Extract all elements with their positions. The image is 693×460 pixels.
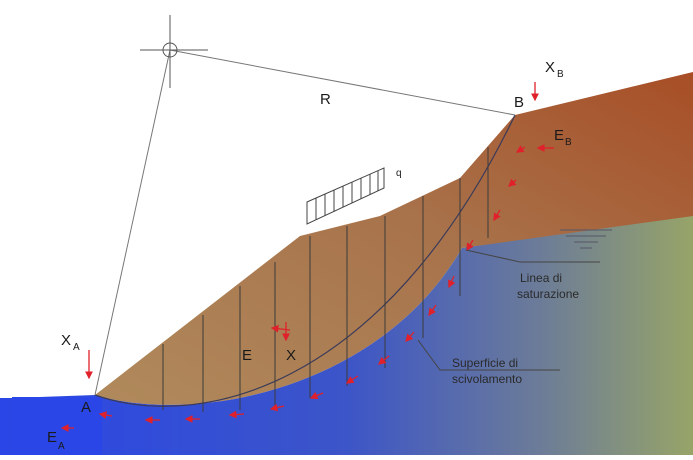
annotation-saturation-1: Linea di: [520, 271, 562, 285]
label-ea-sub: A: [58, 441, 65, 452]
label-xb-sub: B: [557, 69, 564, 80]
slip-surface-arc: [94, 114, 516, 407]
boundary-forces: [60, 82, 554, 432]
annotation-slip-1: Superficie di: [452, 356, 518, 370]
distributed-load-q: [306, 167, 385, 225]
label-xa: X: [61, 332, 71, 349]
water-table-icon: [560, 229, 612, 249]
annotation-leaders: [417, 249, 600, 371]
saturated-zone: [0, 216, 693, 455]
label-point-a: A: [81, 399, 91, 416]
label-load-q: q: [396, 168, 402, 179]
label-e: E: [242, 347, 252, 364]
slice-force-vectors: [270, 322, 291, 342]
radius-lines: [94, 49, 516, 396]
label-eb-sub: B: [565, 137, 572, 148]
base-ground: [12, 397, 102, 455]
label-x: X: [286, 347, 296, 364]
label-xa-sub: A: [73, 342, 80, 353]
annotation-slip-2: scivolamento: [452, 372, 522, 386]
slices: [162, 147, 489, 412]
label-point-b: B: [514, 94, 524, 111]
label-ea: E: [47, 429, 57, 446]
circle-center-icon: [140, 15, 208, 88]
annotation-saturation-2: saturazione: [517, 287, 579, 301]
label-radius: R: [320, 91, 331, 108]
soil-layer: [95, 72, 693, 405]
label-eb: E: [554, 127, 564, 144]
label-xb: X: [545, 59, 555, 76]
interslice-force-arrows: [98, 145, 526, 424]
